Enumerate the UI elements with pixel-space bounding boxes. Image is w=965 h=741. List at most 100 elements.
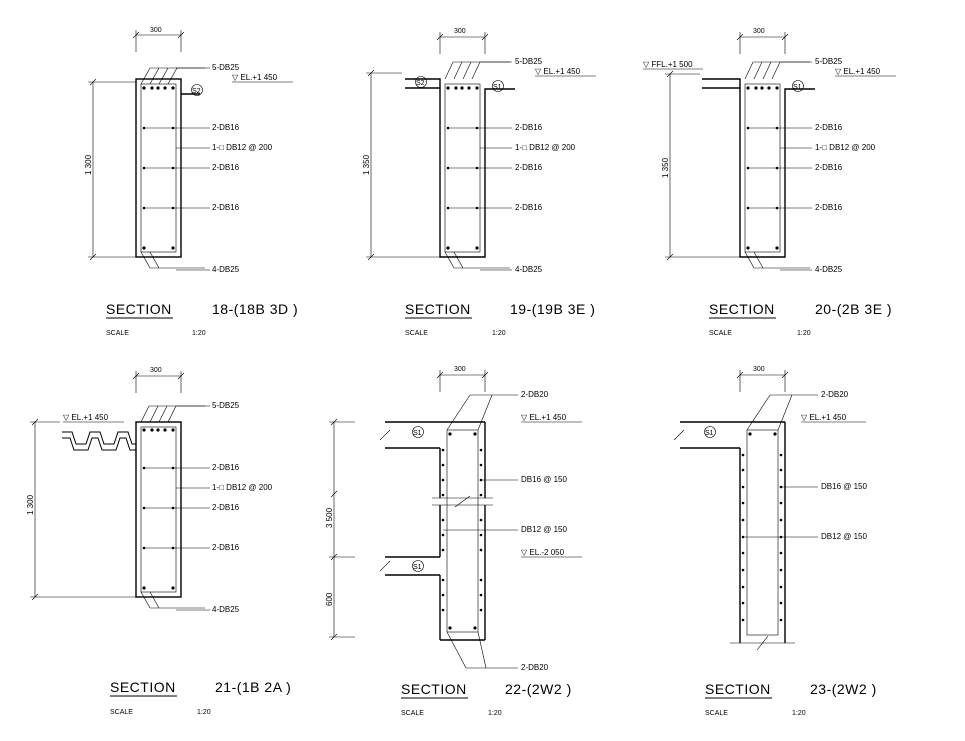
- beam-outline: [135, 421, 182, 598]
- width-dimension: 300: [132, 367, 185, 393]
- width-dimension: 300: [736, 366, 789, 392]
- side-bars-label-2: 2-DB16: [515, 163, 543, 172]
- side-bars-label-1: 2-DB16: [212, 123, 240, 132]
- top-bars-label: 5-DB25: [212, 401, 240, 410]
- section-title-number: 22-(2W2 ): [505, 681, 572, 697]
- leaders: [144, 67, 210, 271]
- section-title-word: SECTION: [106, 301, 172, 317]
- bar-b-label: DB12 @ 150: [521, 525, 567, 534]
- slab-tag: S1: [793, 84, 802, 91]
- width-dimension: 300: [436, 366, 489, 392]
- section-title-word: SECTION: [401, 681, 467, 697]
- scale-label: SCALE: [705, 710, 728, 717]
- top-hatch: [446, 394, 518, 431]
- top-hatch: [444, 61, 510, 80]
- section-title-number: 21-(1B 2A ): [215, 679, 291, 695]
- width-dim-text: 300: [753, 366, 765, 373]
- slab-tag-bubble-left: [415, 76, 427, 88]
- bottom-bars-label: 4-DB25: [212, 605, 240, 614]
- height-dimension: 1 350: [362, 69, 440, 261]
- width-dimension: 300: [132, 27, 185, 52]
- height-dimension: 1 300: [26, 418, 136, 601]
- top-hatch: [140, 405, 205, 423]
- bottom-hatch: [446, 631, 518, 669]
- height-dim-text: 3 500: [325, 507, 334, 528]
- side-bars-label-2: 2-DB16: [815, 163, 843, 172]
- width-dim-text: 300: [454, 366, 466, 373]
- section-20: 300 1 350: [643, 28, 896, 337]
- top-hatch: [140, 67, 205, 85]
- slab-tag-bubble-right: [492, 80, 504, 92]
- section-title-number: 23-(2W2 ): [810, 681, 877, 697]
- leaders: [743, 486, 818, 538]
- scale-value: 1:20: [492, 330, 506, 337]
- beam-outline: [702, 78, 815, 258]
- scale-value: 1:20: [192, 330, 206, 337]
- side-bars-label-2: 2-DB16: [212, 163, 240, 172]
- section-21: 300 1 300: [26, 367, 291, 716]
- slab-tag-top: S1: [413, 430, 422, 437]
- section-title-word: SECTION: [705, 681, 771, 697]
- scale-label: SCALE: [106, 330, 129, 337]
- width-dimension: 300: [436, 28, 489, 54]
- section-19: 300 1 350: [362, 28, 596, 337]
- slab-tag-bubble: [792, 80, 804, 92]
- scale-label: SCALE: [110, 709, 133, 716]
- corrugated-slab: [62, 431, 136, 445]
- slab-tag-bubble-top: [412, 426, 424, 438]
- top-hatch: [744, 61, 810, 80]
- section-title-word: SECTION: [709, 301, 775, 317]
- height-dim-text: 1 300: [84, 154, 93, 175]
- height-dim-text: 1 300: [26, 494, 35, 515]
- section-18: 300 1 300: [84, 27, 298, 337]
- height-dimension: 3 500 600: [325, 418, 355, 641]
- bar-a-label: DB16 @ 150: [821, 482, 867, 491]
- bottom-hatch: [140, 251, 205, 269]
- height-dim-text-2: 600: [325, 592, 334, 606]
- top-hatch: [746, 394, 818, 431]
- level-label-2: ▽ FFL.+1 500: [643, 60, 693, 69]
- rebar-dots: [441, 432, 483, 630]
- leaders: [748, 61, 812, 271]
- height-dimension: 1 300: [84, 78, 136, 261]
- bar-b-label: DB12 @ 150: [821, 532, 867, 541]
- scale-value: 1:20: [197, 709, 211, 716]
- link-label: 1-□ DB12 @ 200: [212, 143, 273, 152]
- section-title-number: 19-(19B 3E ): [510, 301, 595, 317]
- slab-tag-bubble-bottom: [412, 560, 424, 572]
- side-bars-label-3: 2-DB16: [212, 543, 240, 552]
- slab-tag-bottom: S1: [413, 564, 422, 571]
- side-bars-label-3: 2-DB16: [212, 203, 240, 212]
- level-label: ▽ EL.+1 450: [63, 413, 109, 422]
- width-dim-text: 300: [753, 28, 765, 35]
- level-label: ▽ EL.+1 450: [521, 413, 567, 422]
- width-dim-text: 300: [150, 367, 162, 374]
- bottom-hatch: [444, 251, 510, 269]
- width-dimension: 300: [736, 28, 789, 54]
- slab-tag-bubble: [191, 84, 203, 96]
- bar-a-label: DB16 @ 150: [521, 475, 567, 484]
- slab-tag-left: S2: [416, 80, 425, 87]
- height-dim-text: 1 350: [661, 157, 670, 178]
- rebar-dots: [741, 432, 783, 622]
- rebar-dots: [142, 86, 175, 250]
- scale-value: 1:20: [792, 710, 806, 717]
- scale-label: SCALE: [405, 330, 428, 337]
- bottom-hatch: [744, 251, 810, 269]
- slab-tag: S2: [192, 88, 201, 95]
- leaders: [443, 479, 518, 531]
- level-label: ▽ EL.+1 450: [835, 67, 881, 76]
- leaders: [448, 61, 512, 271]
- link-label: 1-□ DB12 @ 200: [815, 143, 876, 152]
- width-dim-text: 300: [454, 28, 466, 35]
- top-bars-label: 2-DB20: [821, 390, 849, 399]
- side-bars-label-1: 2-DB16: [212, 463, 240, 472]
- scale-label: SCALE: [401, 710, 424, 717]
- side-bars-label-1: 2-DB16: [815, 123, 843, 132]
- level-label-2: ▽ EL.-2 050: [521, 548, 565, 557]
- bottom-hatch: [140, 591, 205, 609]
- top-bars-label: 2-DB20: [521, 390, 549, 399]
- level-label: ▽ EL.+1 450: [801, 413, 847, 422]
- section-title-word: SECTION: [110, 679, 176, 695]
